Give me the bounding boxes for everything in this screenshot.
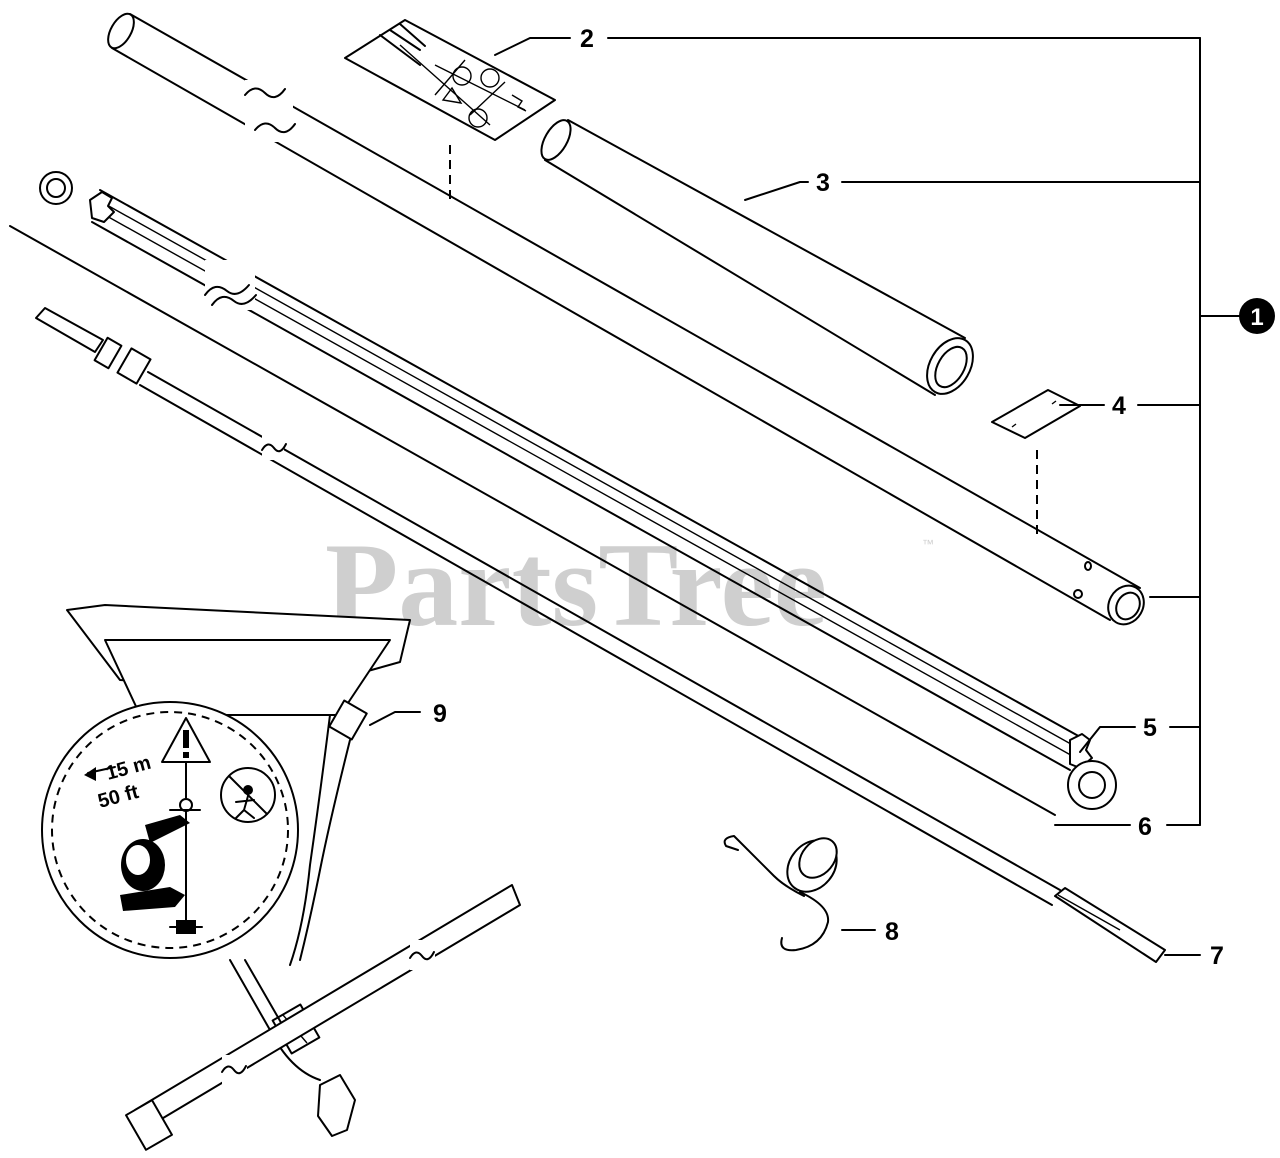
watermark: PartsTree ™ [325, 518, 934, 651]
liner-part-5[interactable] [89, 189, 1093, 771]
harness-warning-decal: 15 m 50 ft [41, 701, 299, 959]
short-tube-part-3[interactable] [535, 115, 982, 402]
plate-part-4[interactable] [991, 389, 1081, 540]
drive-shaft-part-7[interactable] [35, 307, 1166, 963]
callout-leaders [369, 37, 1241, 956]
operator-icon [120, 815, 190, 911]
assembly-callout-1[interactable]: 1 [1239, 298, 1275, 334]
callout-2[interactable]: 2 [580, 25, 594, 53]
callout-4[interactable]: 4 [1112, 392, 1126, 420]
callout-5[interactable]: 5 [1143, 714, 1157, 742]
callout-8[interactable]: 8 [885, 918, 899, 946]
callout-3[interactable]: 3 [816, 169, 830, 197]
outer-tube-part-2[interactable] [103, 10, 1151, 631]
assembly-callout-number: 1 [1250, 304, 1263, 331]
trimmer-head-icon [169, 920, 203, 934]
callout-labels: 2 3 4 5 6 7 8 9 [433, 25, 1224, 970]
watermark-trademark: ™ [922, 537, 934, 551]
callout-9[interactable]: 9 [433, 700, 447, 728]
keep-away-icon [220, 767, 276, 823]
hook-part-8[interactable] [723, 830, 847, 952]
warning-decal [344, 19, 556, 205]
gear-washer-part-6[interactable] [9, 171, 1117, 816]
callout-7[interactable]: 7 [1210, 942, 1224, 970]
harness-part-9[interactable] [66, 604, 521, 1151]
callout-6[interactable]: 6 [1138, 813, 1152, 841]
